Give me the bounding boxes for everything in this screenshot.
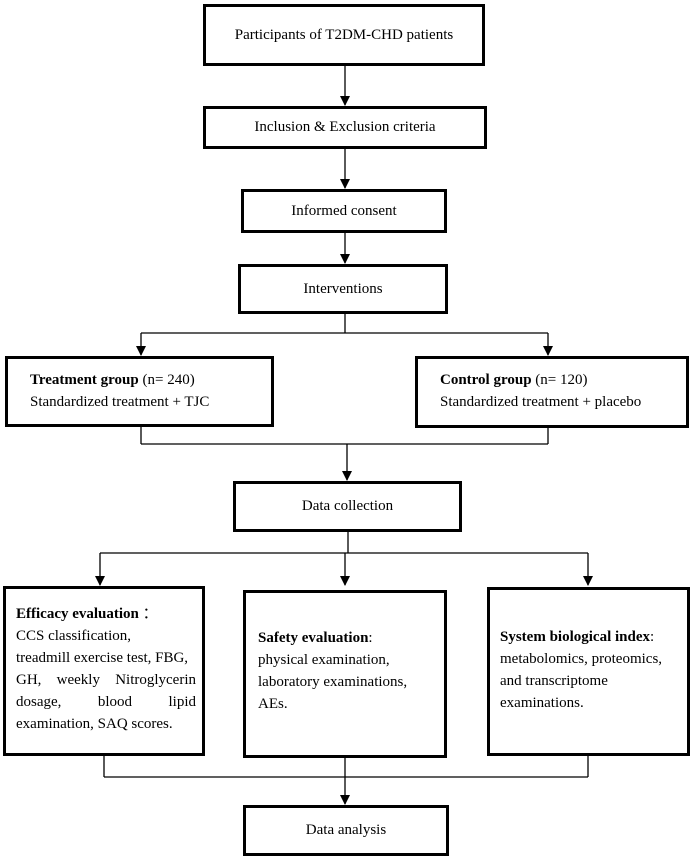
treatment-n: (n= 240) [138,372,195,388]
safety-sep: : [368,630,373,646]
efficacy-line: treadmill exercise test, FBG, [16,650,189,666]
criteria-label: Inclusion & Exclusion criteria [254,119,436,135]
safety-line: laboratory examinations, [258,674,408,690]
control-group-box: Control group (n= 120) Standardized trea… [415,356,689,428]
control-desc: Standardized treatment + placebo [440,394,642,410]
interventions-box: Interventions [238,264,448,314]
safety-line: AEs. [258,696,288,712]
interventions-label: Interventions [303,280,383,297]
efficacy-word: blood [97,694,133,710]
control-title: Control group [440,372,532,388]
system-line: examinations. [500,695,584,711]
efficacy-box: Efficacy evaluation ： CCS classification… [3,586,205,756]
participants-box: Participants of T2DM-CHD patients [203,4,485,66]
efficacy-word: dosage, [16,694,62,710]
data-collection-label: Data collection [301,498,394,514]
efficacy-line: examination, SAQ scores. [16,716,173,732]
control-heading: Control group (n= 120) [440,369,672,391]
criteria-box: Inclusion & Exclusion criteria [203,106,487,149]
treatment-heading: Treatment group (n= 240) [30,369,257,391]
system-box: System biological index: metabolomics, p… [487,587,690,756]
efficacy-line-justified: dosage, blood lipid [16,691,196,713]
system-heading: System biological index: [500,626,683,648]
consent-label: Informed consent [291,202,397,219]
system-sep: : [650,629,655,645]
efficacy-word: Nitroglycerin [115,672,196,688]
efficacy-line: GH, weekly Nitroglycerin [16,669,196,691]
efficacy-word: GH, [16,672,42,688]
efficacy-word: lipid [168,694,196,710]
safety-line: physical examination, [258,652,390,668]
efficacy-line: CCS classification, [16,628,131,644]
control-n: (n= 120) [531,372,588,388]
efficacy-heading: Efficacy evaluation ： [16,603,196,625]
data-analysis-label: Data analysis [305,822,387,838]
consent-box: Informed consent [241,189,447,233]
data-analysis-box: Data analysis [243,805,449,856]
participants-label: Participants of T2DM-CHD patients [234,26,454,43]
safety-heading: Safety evaluation: [258,627,438,649]
efficacy-title: Efficacy evaluation [16,606,139,622]
safety-title: Safety evaluation [258,630,369,646]
safety-box: Safety evaluation: physical examination,… [243,590,447,758]
treatment-group-box: Treatment group (n= 240) Standardized tr… [5,356,274,427]
system-line: metabolomics, proteomics, [500,651,663,667]
system-line: and transcriptome [500,673,608,689]
system-title: System biological index [500,629,651,645]
treatment-title: Treatment group [30,372,139,388]
efficacy-word: weekly [56,672,100,688]
efficacy-sep: ： [142,606,158,622]
treatment-desc: Standardized treatment + TJC [30,394,210,410]
data-collection-box: Data collection [233,481,462,532]
